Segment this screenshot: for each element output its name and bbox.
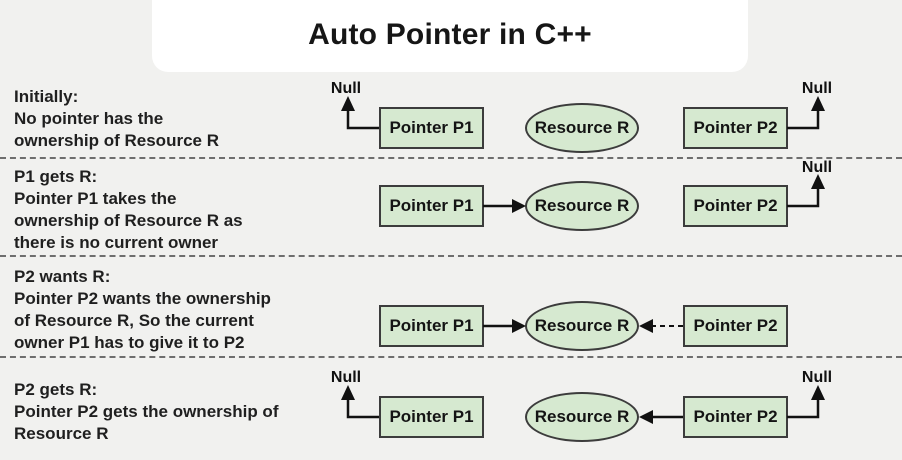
pointer-p2-box: Pointer P2 (683, 305, 788, 347)
caption-line: P2 wants R: (14, 267, 111, 286)
caption-line: Pointer P2 gets the ownership of (14, 402, 279, 421)
caption-line: Initially: (14, 87, 79, 106)
caption-line: owner P1 has to give it to P2 (14, 333, 245, 352)
p1-ownership-arrow (483, 199, 526, 213)
resource-ellipse: Resource R (525, 103, 639, 153)
pointer-p1-box: Pointer P1 (379, 305, 484, 347)
row-separator (0, 157, 902, 159)
p2-ownership-arrow (639, 410, 683, 424)
caption-line: ownership of Resource R (14, 131, 219, 150)
pointer-p1-box: Pointer P1 (379, 396, 484, 438)
caption-line: ownership of Resource R as (14, 211, 243, 230)
p2-null-arrow (787, 174, 825, 208)
caption-initially: Initially: No pointer has the ownership … (14, 86, 219, 152)
resource-ellipse: Resource R (525, 181, 639, 231)
p2-null-arrow (787, 385, 825, 419)
resource-ellipse: Resource R (525, 301, 639, 351)
page-title: Auto Pointer in C++ (308, 18, 592, 51)
caption-p2-wants-r: P2 wants R: Pointer P2 wants the ownersh… (14, 266, 271, 354)
null-label: Null (801, 369, 833, 386)
caption-line: Pointer P1 takes the (14, 189, 177, 208)
pointer-p1-box: Pointer P1 (379, 185, 484, 227)
pointer-p2-box: Pointer P2 (683, 107, 788, 149)
null-label: Null (801, 80, 833, 97)
null-label: Null (801, 159, 833, 176)
caption-line: No pointer has the (14, 109, 164, 128)
title-panel: Auto Pointer in C++ (152, 0, 748, 72)
caption-line: Pointer P2 wants the ownership (14, 289, 271, 308)
p2-null-arrow (787, 96, 825, 130)
row-separator (0, 255, 902, 257)
p1-ownership-arrow (483, 319, 526, 333)
caption-line: Resource R (14, 424, 109, 443)
pointer-p1-box: Pointer P1 (379, 107, 484, 149)
p1-null-arrow (341, 96, 379, 130)
caption-line: P2 gets R: (14, 380, 98, 399)
caption-line: P1 gets R: (14, 167, 98, 186)
caption-p1-gets-r: P1 gets R: Pointer P1 takes the ownershi… (14, 166, 243, 254)
p1-null-arrow (341, 385, 379, 419)
caption-p2-gets-r: P2 gets R: Pointer P2 gets the ownership… (14, 379, 278, 445)
resource-ellipse: Resource R (525, 392, 639, 442)
pointer-p2-box: Pointer P2 (683, 396, 788, 438)
null-label: Null (330, 80, 362, 97)
caption-line: of Resource R, So the current (14, 311, 254, 330)
caption-line: there is no current owner (14, 233, 219, 252)
p2-request-arrow (639, 319, 683, 333)
row-separator (0, 356, 902, 358)
null-label: Null (330, 369, 362, 386)
pointer-p2-box: Pointer P2 (683, 185, 788, 227)
